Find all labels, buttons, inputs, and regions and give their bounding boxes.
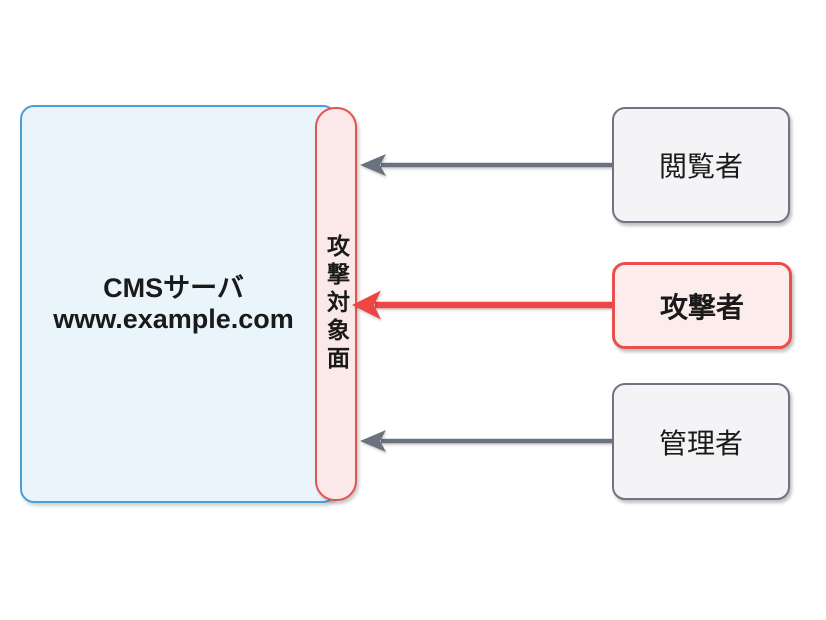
actor-attacker-label: 攻撃者 [659,291,744,323]
actor-attacker-node: 攻撃者 [612,262,792,349]
actor-admin-node: 管理者 [612,383,790,500]
arrow-admin-to-surface [360,430,612,452]
arrowhead-icon [360,154,386,176]
actor-viewer-label: 閲覧者 [658,151,743,182]
attack-surface-label: 攻撃対象面 [323,234,350,374]
cms-server-node: CMSサーバ www.example.com [20,105,337,503]
cms-server-label: CMSサーバ www.example.com [22,107,325,501]
server-url: www.example.com [53,304,294,334]
arrow-viewer-to-surface [360,154,612,176]
attack-surface-node: 攻撃対象面 [315,107,357,501]
server-title: CMSサーバ [103,273,244,303]
arrow-attacker-to-surface [352,290,612,320]
actor-viewer-node: 閲覧者 [612,107,790,223]
arrowhead-icon [360,430,386,452]
actor-admin-label: 管理者 [658,427,743,459]
